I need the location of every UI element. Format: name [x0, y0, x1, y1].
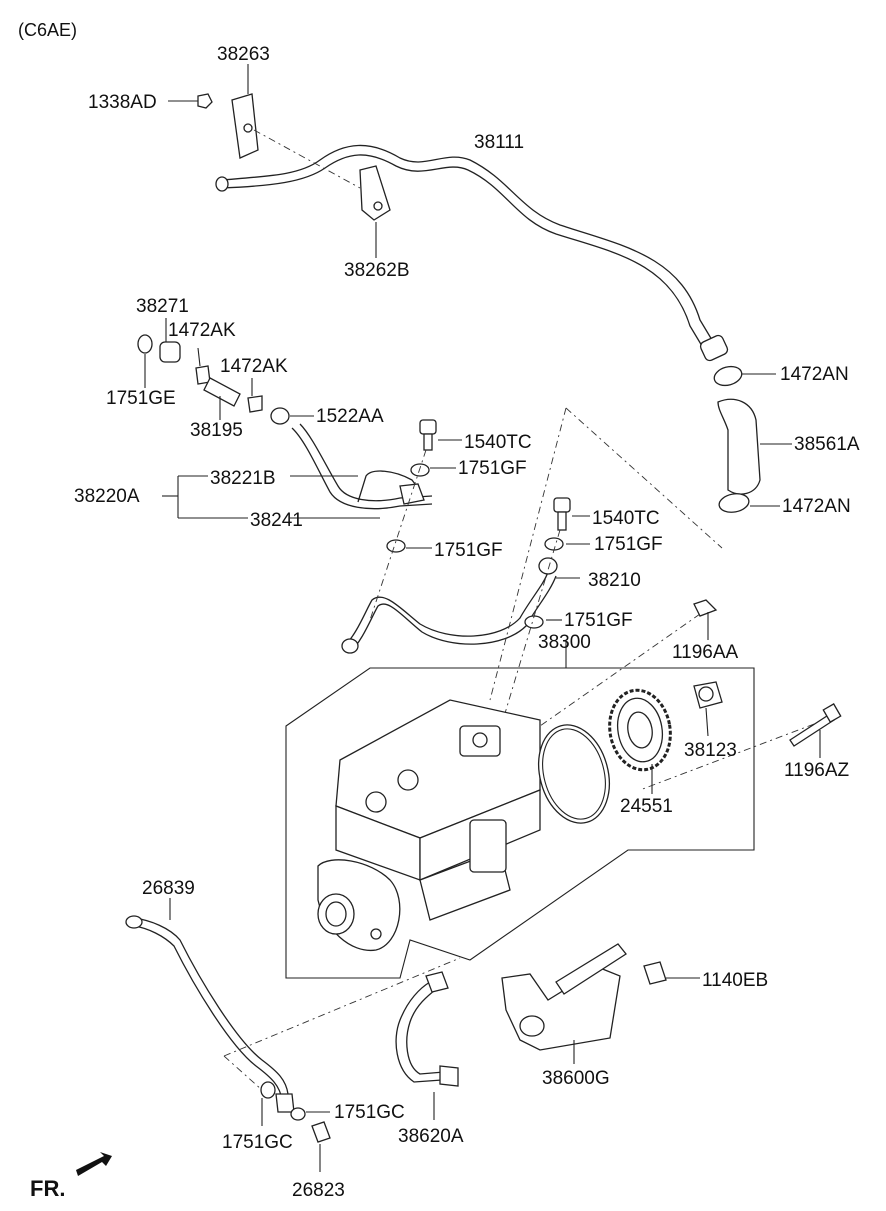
label-38561A[interactable]: 38561A — [794, 434, 860, 455]
washer-1751GC-a[interactable] — [260, 1081, 276, 1126]
bracket-38263[interactable] — [231, 64, 259, 159]
leader-bracket — [253, 129, 361, 189]
bolt-1540TC-a[interactable] — [419, 419, 462, 451]
bracket-38220A — [162, 475, 248, 519]
pipe-38620A[interactable] — [395, 971, 459, 1120]
o-ring[interactable] — [528, 717, 620, 831]
label-38300[interactable]: 38300 — [538, 632, 591, 653]
clamp-1472AK-b[interactable] — [247, 378, 263, 413]
guide-e — [519, 613, 701, 741]
return-hose-38111[interactable] — [215, 144, 729, 362]
bolt-1196AZ[interactable] — [789, 703, 842, 758]
label-1540TC-b[interactable]: 1540TC — [592, 508, 660, 529]
label-38111[interactable]: 38111 — [474, 132, 524, 153]
label-38210[interactable]: 38210 — [588, 570, 641, 591]
clamp-1472AK-a[interactable] — [195, 347, 211, 385]
label-1751GF-a[interactable]: 1751GF — [458, 458, 527, 479]
washer-1751GF-c[interactable] — [544, 537, 590, 551]
gear-24551[interactable] — [604, 685, 677, 794]
label-1522AA[interactable]: 1522AA — [316, 406, 384, 427]
front-arrow-icon — [76, 1152, 112, 1176]
label-38263[interactable]: 38263 — [217, 44, 270, 65]
label-38221B[interactable]: 38221B — [210, 468, 276, 489]
label-1751GE[interactable]: 1751GE — [106, 388, 176, 409]
label-1472AK-b[interactable]: 1472AK — [220, 356, 288, 377]
pipe-38195[interactable] — [203, 377, 241, 420]
guide-g — [223, 957, 461, 1057]
label-38600G[interactable]: 38600G — [542, 1068, 610, 1089]
label-1338AD[interactable]: 1338AD — [88, 92, 157, 113]
pipe-38221B[interactable] — [290, 423, 433, 510]
guide-a — [565, 407, 723, 549]
seal-1522AA[interactable] — [270, 407, 314, 425]
label-26839[interactable]: 26839 — [142, 878, 195, 899]
label-38123[interactable]: 38123 — [684, 740, 737, 761]
label-1196AZ[interactable]: 1196AZ — [784, 760, 850, 781]
label-1751GC-b[interactable]: 1751GC — [334, 1102, 405, 1123]
washer-1751GF-d[interactable] — [524, 615, 562, 629]
label-1540TC-a[interactable]: 1540TC — [464, 432, 532, 453]
washer-1751GC-b[interactable] — [290, 1107, 330, 1121]
bolt-1140EB[interactable] — [643, 961, 700, 985]
pipe-38210[interactable] — [341, 557, 580, 654]
guide-d — [499, 529, 561, 731]
fuel-pump-38300[interactable] — [285, 640, 755, 979]
washer-1751GF-b[interactable] — [386, 539, 432, 553]
label-1751GF-b[interactable]: 1751GF — [434, 540, 503, 561]
engine-code: (C6AE) — [18, 20, 77, 40]
label-38220A[interactable]: 38220A — [74, 486, 140, 507]
label-38271[interactable]: 38271 — [136, 296, 189, 317]
label-1472AK-a[interactable]: 1472AK — [168, 320, 236, 341]
guide-c — [369, 449, 427, 621]
label-1751GF-c[interactable]: 1751GF — [594, 534, 663, 555]
label-1751GF-d[interactable]: 1751GF — [564, 610, 633, 631]
bolt-1540TC-b[interactable] — [553, 497, 590, 531]
clamp-1472AN-lower[interactable] — [718, 492, 780, 515]
label-1472AN-a[interactable]: 1472AN — [780, 364, 849, 385]
filter-38600G[interactable] — [501, 943, 627, 1064]
nut-38123[interactable] — [693, 681, 723, 737]
label-38241[interactable]: 38241 — [250, 510, 303, 531]
front-label: FR. — [30, 1176, 65, 1201]
fitting-38271[interactable] — [159, 318, 181, 363]
washer-1751GF-a[interactable] — [410, 463, 456, 477]
label-26823[interactable]: 26823 — [292, 1180, 345, 1201]
label-1751GC-a[interactable]: 1751GC — [222, 1132, 293, 1153]
label-38620A[interactable]: 38620A — [398, 1126, 464, 1147]
label-1140EB[interactable]: 1140EB — [702, 970, 768, 991]
plug-26823[interactable] — [311, 1121, 331, 1172]
nut-1338AD[interactable] — [168, 93, 213, 109]
label-1196AA[interactable]: 1196AA — [672, 642, 739, 663]
label-38195[interactable]: 38195 — [190, 420, 243, 441]
pipe-26839[interactable] — [125, 898, 295, 1113]
clamp-1472AN-upper[interactable] — [712, 364, 776, 389]
hose-38561A[interactable] — [717, 398, 792, 495]
washer-1751GE[interactable] — [137, 334, 153, 388]
bolt-1196AA[interactable] — [693, 599, 718, 640]
clamp-38262B[interactable] — [359, 165, 391, 258]
label-24551[interactable]: 24551 — [620, 796, 673, 817]
label-1472AN-b[interactable]: 1472AN — [782, 496, 851, 517]
label-38262B[interactable]: 38262B — [344, 260, 410, 281]
guide-h — [223, 1055, 263, 1091]
